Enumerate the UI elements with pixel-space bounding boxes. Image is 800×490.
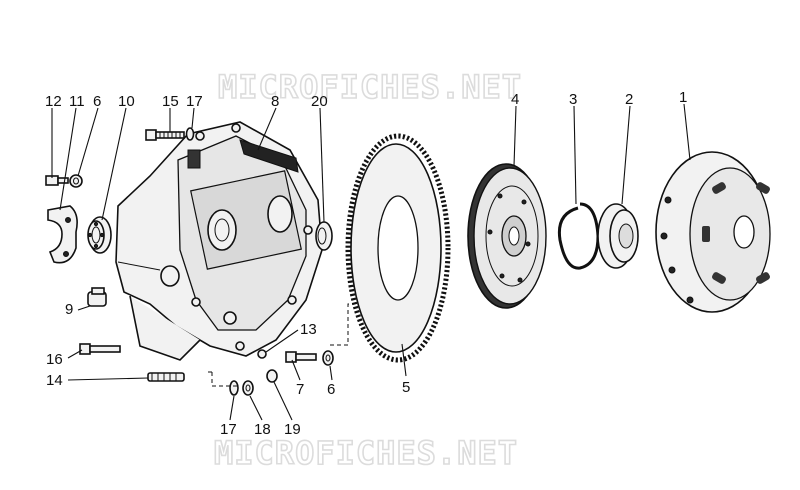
callout-3: 3 [569, 91, 577, 108]
part-20-seal [315, 221, 333, 251]
part-9-plug [87, 287, 107, 307]
watermark-bottom: MICROFICHES.NET [214, 434, 518, 472]
part-10-bearing [87, 216, 112, 254]
callout-17-top: 17 [186, 93, 203, 110]
part-1-clutch-cover [655, 151, 771, 313]
callout-16: 16 [46, 351, 63, 368]
callout-10: 10 [118, 93, 135, 110]
part-5-flywheel [345, 133, 451, 363]
callout-7: 7 [296, 381, 304, 398]
part-3-circlip [557, 202, 600, 270]
callout-1: 1 [679, 89, 687, 106]
part-6-washer-right [322, 350, 334, 366]
callout-20: 20 [311, 93, 328, 110]
part-18-nut [242, 380, 254, 396]
part-6-nut-left [69, 174, 83, 188]
part-2-hub [597, 203, 639, 269]
callout-2: 2 [625, 91, 633, 108]
part-19-nut [266, 369, 278, 383]
callout-6-bottom: 6 [327, 381, 335, 398]
part-7-bolt [285, 351, 317, 363]
part-4-clutch-disc [467, 163, 547, 309]
part-8-housing [115, 121, 323, 361]
callout-13: 13 [300, 321, 317, 338]
callout-18: 18 [254, 421, 271, 438]
callout-4: 4 [511, 91, 519, 108]
callout-8: 8 [271, 93, 279, 110]
part-14-stud [147, 372, 185, 382]
callout-15: 15 [162, 93, 179, 110]
part-15-bolt [145, 129, 185, 141]
callout-12: 12 [45, 93, 62, 110]
part-17-washer-bottom [229, 380, 239, 396]
part-16-bolt [79, 343, 121, 355]
callout-6-top: 6 [93, 93, 101, 110]
part-17-washer-top [185, 127, 195, 141]
callout-19: 19 [284, 421, 301, 438]
part-11-plate [47, 205, 78, 264]
callout-17-bottom: 17 [220, 421, 237, 438]
callout-11: 11 [69, 93, 85, 110]
part-13-washer [257, 349, 267, 359]
watermark-top: MICROFICHES.NET [218, 68, 522, 106]
callout-14: 14 [46, 372, 63, 389]
callout-5: 5 [402, 379, 410, 396]
callout-9: 9 [65, 301, 73, 318]
